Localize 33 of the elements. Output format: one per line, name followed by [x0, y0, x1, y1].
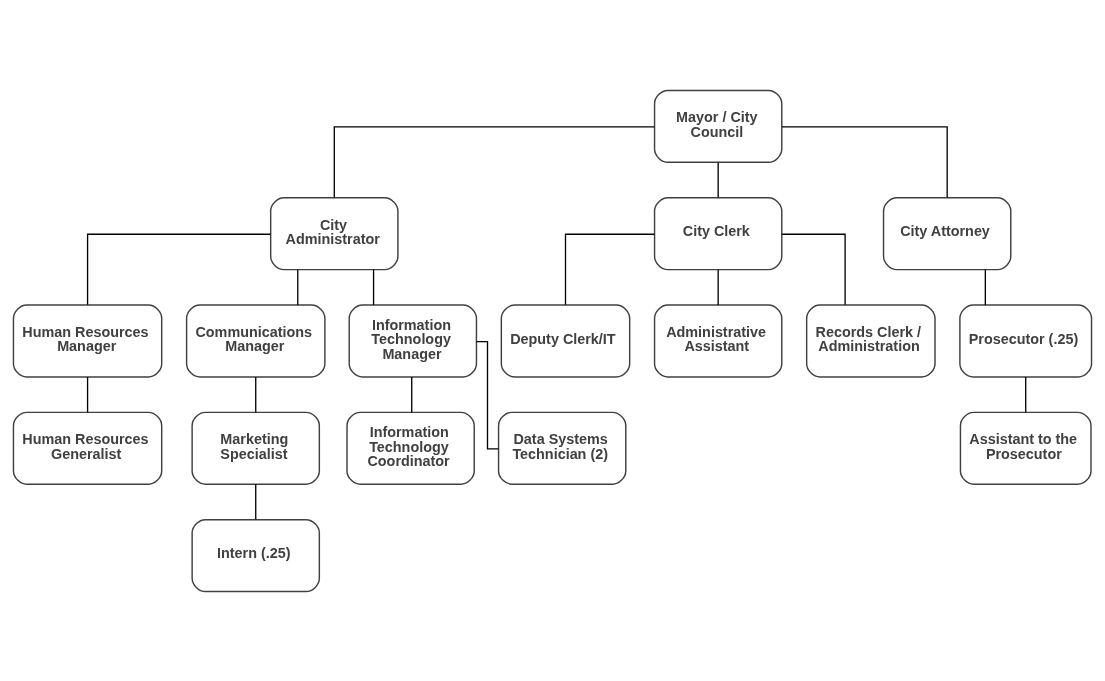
connector	[1025, 375, 1027, 413]
node-box: Human Resources Generalist	[12, 411, 163, 485]
node-box: Human Resources Manager	[12, 303, 163, 378]
connector	[984, 268, 986, 306]
connector	[781, 233, 846, 306]
node-box: Mayor / City Council	[653, 89, 783, 163]
connector	[781, 125, 948, 198]
connector	[717, 161, 719, 198]
node-box: Marketing Specialist	[191, 411, 321, 485]
connector	[333, 125, 655, 198]
node-box: Data Systems Technician (2)	[497, 411, 627, 485]
connector	[297, 268, 299, 306]
connector	[86, 375, 89, 413]
connector	[255, 375, 257, 413]
node-box: City Attorney	[882, 196, 1012, 270]
node-box: Prosecutor (.25)	[959, 303, 1093, 378]
connector	[86, 233, 272, 306]
node-box: Administrative Assistant	[653, 303, 783, 378]
connector	[475, 340, 500, 450]
node-box: Information Technology Coordinator	[346, 411, 475, 485]
node-box: City Administrator	[269, 196, 399, 270]
node-box: Assistant to the Prosecutor	[959, 411, 1092, 485]
connector	[255, 483, 257, 520]
node-box: City Clerk	[653, 196, 783, 270]
connector	[564, 233, 655, 306]
connector	[717, 268, 719, 306]
node-box: Records Clerk / Administration	[805, 303, 936, 378]
node-box: Information Technology Manager	[348, 303, 478, 378]
node-box: Communications Manager	[185, 303, 326, 378]
connector	[411, 375, 413, 413]
node-box: Intern (.25)	[191, 518, 321, 592]
node-box: Deputy Clerk/IT	[500, 303, 631, 378]
connector	[372, 268, 375, 306]
